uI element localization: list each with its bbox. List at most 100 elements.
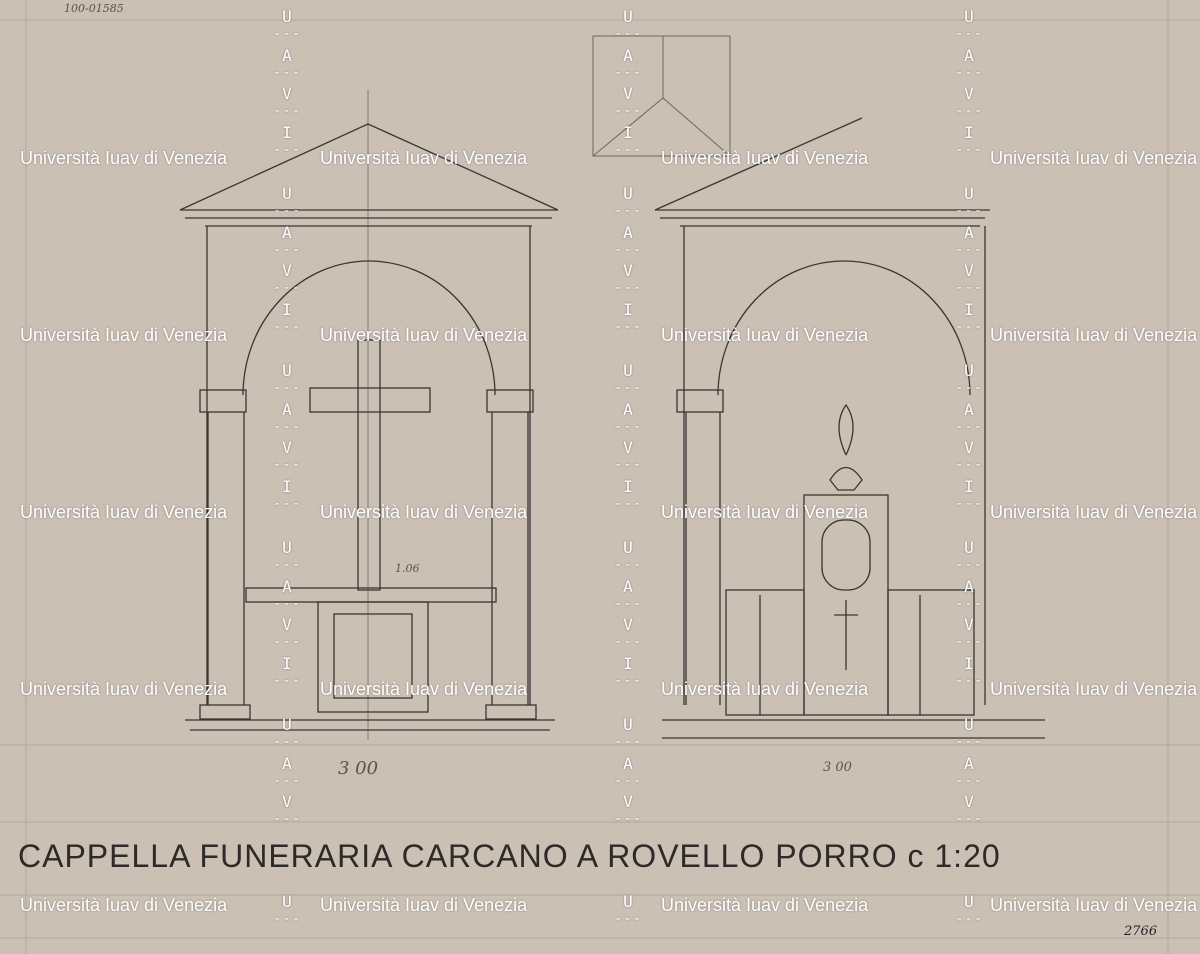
watermark-separator: ---	[613, 103, 643, 119]
watermark-separator: ---	[954, 734, 984, 750]
sheet-number: 2766	[1124, 924, 1158, 939]
watermark-letter: U	[964, 892, 974, 911]
watermark-letter: V	[623, 615, 633, 634]
watermark-letter: V	[282, 261, 292, 280]
watermark-separator: ---	[954, 141, 984, 158]
watermark-letter: A	[282, 753, 292, 773]
watermark-letter: I	[282, 653, 292, 673]
watermark-text: Università Iuav di Venezia	[320, 502, 528, 522]
watermark-letter: U	[282, 892, 292, 911]
watermark-separator: ---	[272, 634, 302, 650]
watermark-text: Università Iuav di Venezia	[320, 895, 528, 915]
watermark-separator: ---	[272, 64, 302, 81]
watermark-letter: A	[282, 222, 292, 242]
left-elevation	[179, 90, 559, 740]
watermark-letter: I	[623, 476, 633, 496]
watermark-separator: ---	[954, 280, 984, 296]
watermark-letter: V	[623, 792, 633, 811]
watermark-letter: U	[964, 361, 974, 380]
watermark-text: Università Iuav di Venezia	[990, 325, 1198, 345]
watermark-letter: A	[282, 576, 292, 596]
watermark-separator: ---	[954, 241, 984, 258]
watermark-letter: V	[964, 438, 974, 457]
watermark-text: Università Iuav di Venezia	[990, 502, 1198, 522]
watermark-text: Università Iuav di Venezia	[661, 502, 869, 522]
watermark-letter: U	[964, 7, 974, 26]
watermark-letter: A	[623, 399, 633, 419]
watermark-separator: ---	[272, 418, 302, 435]
watermark-separator: ---	[613, 203, 643, 219]
watermark-separator: ---	[613, 911, 643, 927]
watermark-letter: V	[964, 261, 974, 280]
watermark-separator: ---	[613, 241, 643, 258]
watermark-separator: ---	[272, 457, 302, 473]
watermark-letter: U	[623, 361, 633, 380]
watermark-text: Università Iuav di Venezia	[320, 679, 528, 699]
watermark-letter: A	[964, 222, 974, 242]
watermark-separator: ---	[954, 634, 984, 650]
watermark-separator: ---	[954, 595, 984, 612]
watermark-text: Università Iuav di Venezia	[20, 502, 228, 522]
watermark-separator: ---	[954, 103, 984, 119]
watermark-letter: I	[964, 122, 974, 142]
watermark-letter: U	[282, 184, 292, 203]
watermark-letter: A	[964, 576, 974, 596]
watermark-letter: V	[964, 792, 974, 811]
watermark-letter: I	[964, 476, 974, 496]
watermark-separator: ---	[272, 811, 302, 827]
watermark-separator: ---	[613, 418, 643, 435]
watermark-letter: A	[282, 399, 292, 419]
watermark-separator: ---	[613, 280, 643, 296]
watermark-letter: A	[623, 753, 633, 773]
watermark-separator: ---	[272, 495, 302, 512]
watermark-separator: ---	[954, 418, 984, 435]
watermark-separator: ---	[954, 557, 984, 573]
watermark-letter: V	[623, 261, 633, 280]
watermark-separator: ---	[272, 241, 302, 258]
watermark-letter: V	[282, 84, 292, 103]
dimension-label: 1.06	[395, 562, 420, 575]
watermark-separator: ---	[954, 64, 984, 81]
watermark-letter: U	[964, 184, 974, 203]
watermark-letter: U	[282, 7, 292, 26]
watermark-separator: ---	[272, 318, 302, 335]
right-elevation	[654, 117, 1045, 739]
watermark-separator: ---	[613, 772, 643, 789]
watermark-letter: V	[623, 438, 633, 457]
watermark-separator: ---	[272, 772, 302, 789]
watermark-letter: V	[282, 615, 292, 634]
watermark-letter: I	[282, 122, 292, 142]
watermark-text: Università Iuav di Venezia	[20, 148, 228, 168]
watermark-text: Università Iuav di Venezia	[990, 679, 1198, 699]
watermark-letter: U	[964, 715, 974, 734]
watermark-separator: ---	[613, 318, 643, 335]
watermark-text: Università Iuav di Venezia	[320, 148, 528, 168]
watermark-separator: ---	[954, 811, 984, 827]
watermark-letter: U	[623, 7, 633, 26]
watermark-letter: U	[623, 538, 633, 557]
watermark-separator: ---	[272, 911, 302, 927]
watermark-separator: ---	[613, 811, 643, 827]
watermark-separator: ---	[954, 380, 984, 396]
watermark-separator: ---	[613, 380, 643, 396]
watermark-letter: A	[964, 753, 974, 773]
watermark-letter: A	[623, 45, 633, 65]
roof-plan-sketch	[592, 35, 731, 157]
watermark-text: Università Iuav di Venezia	[661, 148, 869, 168]
watermark-text: Università Iuav di Venezia	[20, 895, 228, 915]
watermark-letter: U	[623, 715, 633, 734]
watermark-letter: I	[282, 476, 292, 496]
watermark-letter: I	[623, 653, 633, 673]
watermark-separator: ---	[613, 495, 643, 512]
watermark-letter: U	[282, 361, 292, 380]
watermark-letter: A	[623, 576, 633, 596]
watermark-separator: ---	[954, 772, 984, 789]
watermark-letter: A	[964, 45, 974, 65]
watermark-text: Università Iuav di Venezia	[990, 148, 1198, 168]
watermark-text: Università Iuav di Venezia	[320, 325, 528, 345]
watermark-separator: ---	[613, 734, 643, 750]
watermark-text: Università Iuav di Venezia	[20, 325, 228, 345]
watermark-separator: ---	[613, 64, 643, 81]
watermark-separator: ---	[272, 595, 302, 612]
